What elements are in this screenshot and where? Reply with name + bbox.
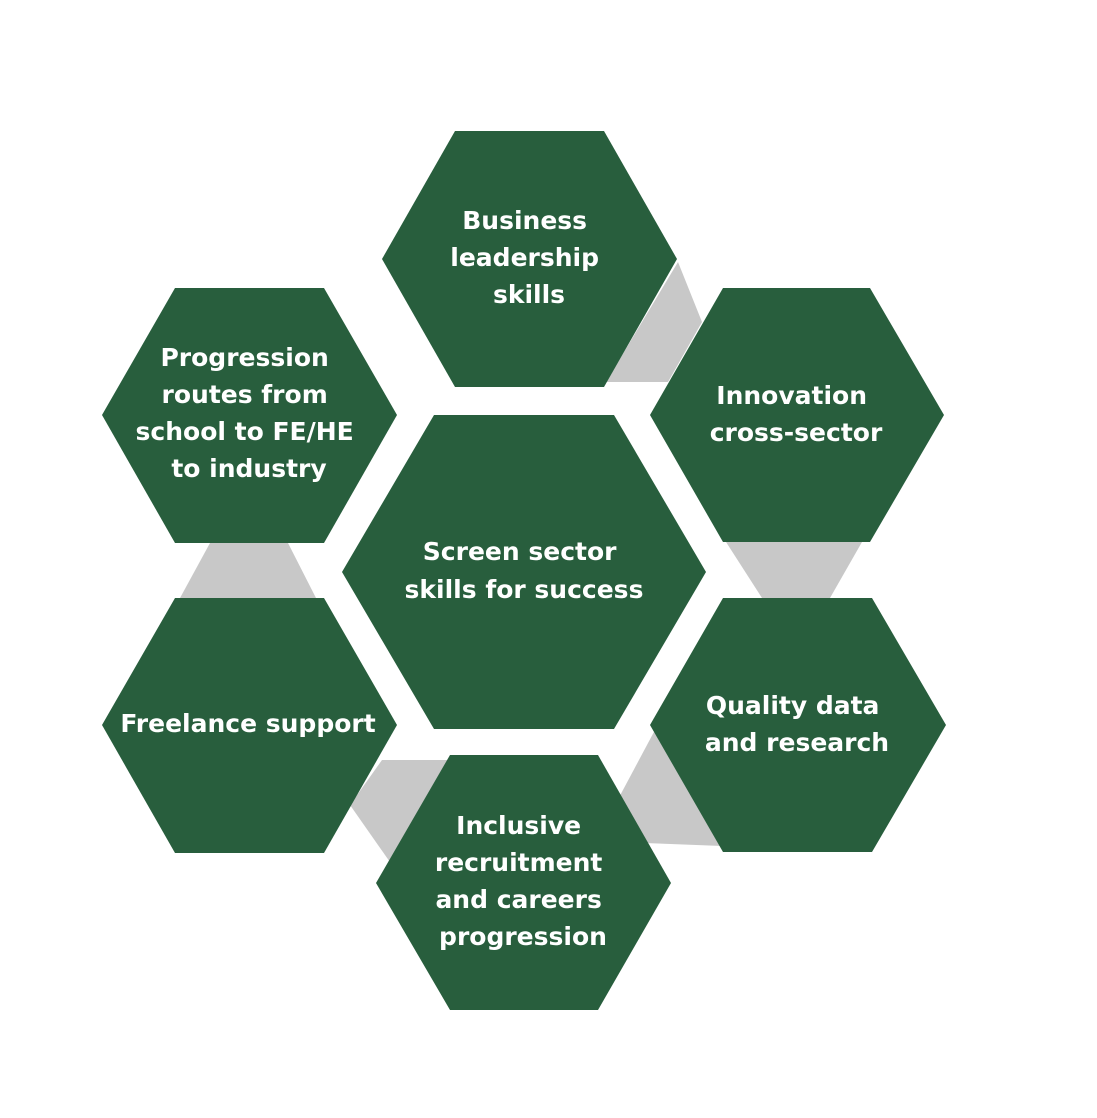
connector-business-innovation: [606, 262, 702, 382]
connector-innovation-quality: [726, 542, 862, 598]
hexagon-innovation: [650, 288, 944, 542]
label-center: Screen sector skills for success: [405, 537, 644, 604]
label-line: Business: [462, 206, 587, 235]
label-line: and research: [705, 728, 889, 757]
label-line: Innovation: [716, 381, 867, 410]
hexagon-progression-routes: [102, 288, 397, 543]
label-line: Progression: [160, 343, 328, 372]
label-line: Screen sector: [423, 537, 617, 566]
label-line: Inclusive: [456, 811, 581, 840]
label-line: leadership: [450, 243, 599, 272]
hexagon-inclusive-recruitment: [376, 755, 671, 1010]
label-line: Freelance support: [120, 709, 375, 738]
hexagon-freelance-support: [102, 598, 397, 853]
label-line: to industry: [171, 454, 326, 483]
label-quality-data: Quality data and research: [705, 691, 889, 757]
label-progression-routes: Progression routes from school to FE/HE …: [136, 343, 363, 483]
hexagons: [102, 131, 946, 1010]
label-line: cross-sector: [710, 418, 883, 447]
label-line: skills: [493, 280, 565, 309]
connector-inclusive-freelance: [350, 760, 450, 865]
label-line: recruitment: [435, 848, 603, 877]
hexagon-quality-data: [650, 598, 946, 852]
label-business-leadership: Business leadership skills: [450, 206, 607, 309]
label-line: Quality data: [706, 691, 880, 720]
label-freelance-support: Freelance support: [120, 709, 375, 738]
hexagon-business-leadership: [382, 131, 677, 387]
hexagon-center: [342, 415, 706, 729]
label-line: routes from: [162, 380, 328, 409]
label-line: skills for success: [405, 575, 644, 604]
connectors: [180, 262, 862, 865]
label-inclusive-recruitment: Inclusive recruitment and careers progre…: [435, 811, 611, 951]
label-line: school to FE/HE: [136, 417, 354, 446]
connector-freelance-progression: [180, 543, 316, 598]
label-line: and careers: [435, 885, 601, 914]
connector-quality-inclusive: [608, 730, 722, 846]
hexagon-labels: Screen sector skills for success Busines…: [120, 206, 889, 951]
label-innovation: Innovation cross-sector: [710, 381, 883, 447]
label-line: progression: [439, 922, 607, 951]
